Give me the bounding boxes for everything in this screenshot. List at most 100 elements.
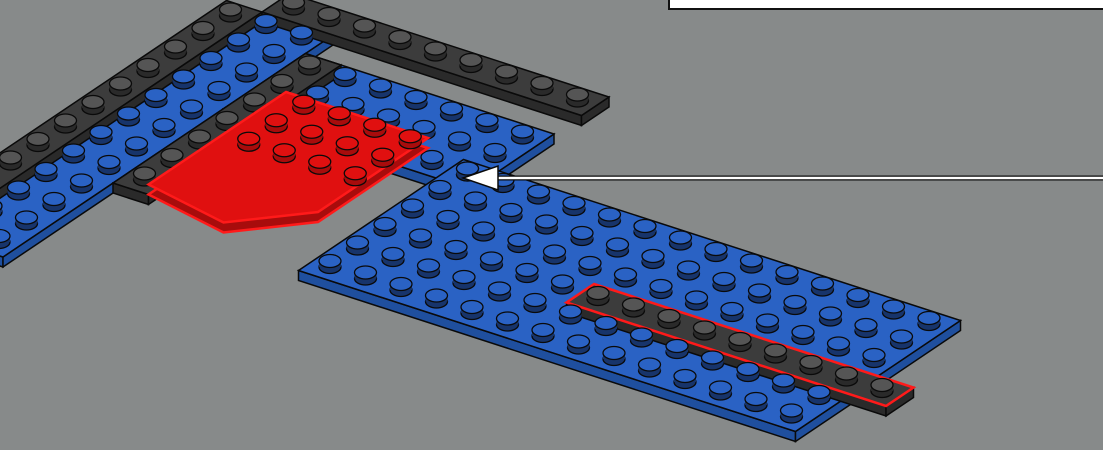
stud — [800, 356, 822, 375]
stud — [110, 77, 132, 96]
stud-top — [445, 241, 467, 254]
stud-top — [508, 234, 530, 247]
stud-top — [607, 238, 629, 251]
stud — [27, 133, 49, 152]
stud-top — [599, 208, 621, 221]
stud-top — [98, 156, 120, 169]
stud — [145, 89, 167, 108]
stud-top — [765, 344, 787, 357]
stud — [271, 75, 293, 94]
stud — [516, 264, 538, 283]
stud-top — [299, 56, 321, 69]
stud-top — [587, 287, 609, 300]
stud — [666, 340, 688, 359]
stud-top — [670, 231, 692, 244]
stud — [812, 277, 834, 296]
stud — [631, 328, 653, 347]
stud — [334, 68, 356, 87]
stud-top — [173, 70, 195, 83]
stud — [713, 273, 735, 292]
stud-top — [153, 119, 175, 132]
stud-top — [35, 163, 57, 176]
stud-top — [71, 174, 93, 187]
stud — [836, 367, 858, 386]
stud — [694, 321, 716, 340]
stud-top — [271, 75, 293, 88]
stud-top — [497, 312, 519, 325]
stud — [883, 300, 905, 319]
stud — [855, 319, 877, 338]
stud-top — [192, 22, 214, 35]
stud-top — [631, 328, 653, 341]
stud — [745, 393, 767, 412]
stud — [544, 245, 566, 264]
stud — [465, 192, 487, 211]
stud — [674, 370, 696, 389]
stud — [678, 261, 700, 280]
stud-top — [891, 330, 913, 343]
stud — [528, 185, 550, 204]
stud-top — [55, 114, 77, 127]
stud — [532, 324, 554, 343]
stud — [437, 211, 459, 230]
stud — [642, 250, 664, 269]
stud-top — [820, 307, 842, 320]
stud-top — [134, 167, 156, 180]
stud-top — [705, 243, 727, 256]
stud-top — [524, 294, 546, 307]
stud-top — [421, 151, 443, 164]
stud-top — [200, 52, 222, 65]
stud-top — [694, 321, 716, 334]
stud-top — [291, 26, 313, 39]
stud — [918, 312, 940, 331]
stud-top — [666, 340, 688, 353]
stud — [568, 335, 590, 354]
stud-top — [623, 298, 645, 311]
stud-top — [737, 363, 759, 376]
stud — [181, 100, 203, 119]
stud-top — [642, 250, 664, 263]
red-stud — [372, 148, 394, 167]
stud-top — [145, 89, 167, 102]
stud-top — [437, 211, 459, 224]
stud — [496, 65, 518, 84]
callout-pointer — [463, 166, 1103, 190]
stud — [236, 63, 258, 82]
stud-top — [560, 305, 582, 318]
callout-box — [668, 0, 1103, 10]
stud-top — [426, 289, 448, 302]
stud-top — [531, 77, 553, 90]
stud-top — [847, 289, 869, 302]
stud — [460, 54, 482, 73]
stud-top — [776, 266, 798, 279]
stud-top — [749, 284, 771, 297]
red-stud — [344, 167, 366, 186]
red-stud — [293, 95, 315, 114]
stud — [90, 126, 112, 145]
stud — [137, 59, 159, 78]
stud-top — [484, 144, 506, 157]
stud-top — [255, 15, 277, 28]
stud-top — [658, 310, 680, 323]
stud — [792, 326, 814, 345]
stud-top — [336, 137, 358, 150]
stud — [390, 278, 412, 297]
stud-top — [516, 264, 538, 277]
stud-top — [265, 114, 287, 127]
stud-top — [871, 379, 893, 392]
red-stud — [265, 114, 287, 133]
stud — [429, 181, 451, 200]
stud-top — [0, 151, 22, 164]
stud — [0, 230, 10, 249]
stud-top — [473, 222, 495, 235]
stud-top — [334, 68, 356, 81]
stud-top — [181, 100, 203, 113]
stud-top — [465, 192, 487, 205]
stud — [741, 254, 763, 273]
stud-top — [161, 149, 183, 162]
stud-top — [674, 370, 696, 383]
stud-top — [118, 107, 140, 120]
stud — [595, 317, 617, 336]
stud-top — [773, 374, 795, 387]
stud-top — [476, 114, 498, 127]
